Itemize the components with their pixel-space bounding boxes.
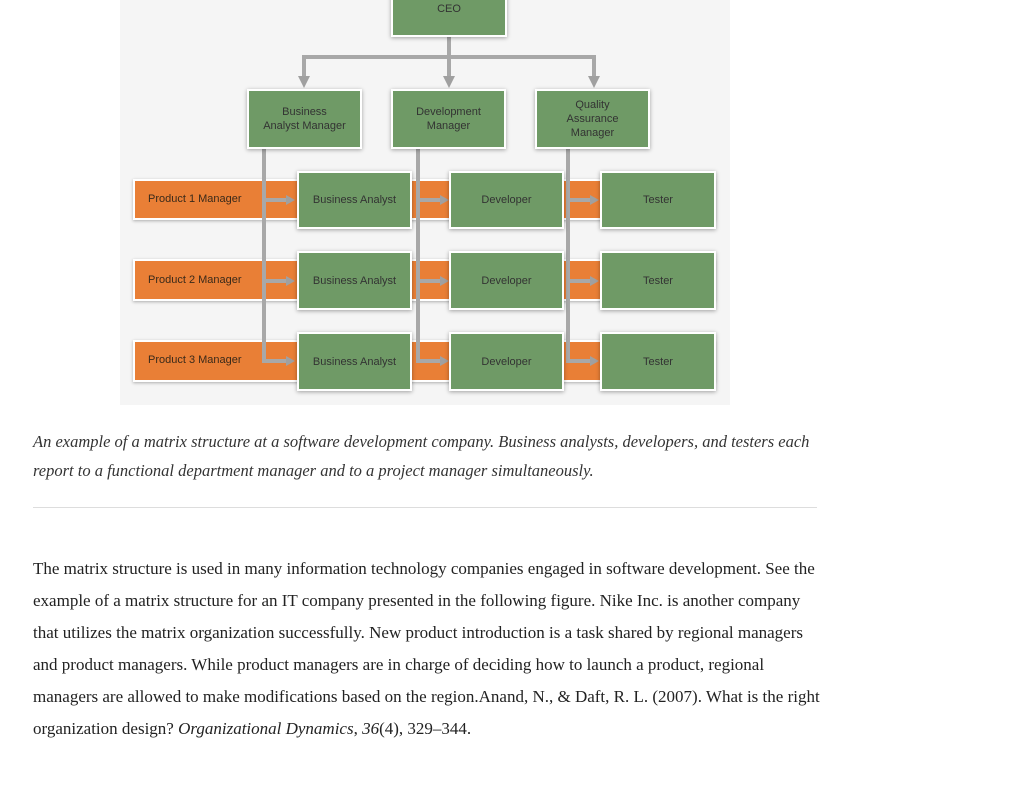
arrow-right-icon [286,276,295,286]
ceo-connector [447,36,451,58]
row-arrow [566,198,590,202]
developer-box: Developer [449,332,564,391]
arrow-right-icon [286,356,295,366]
row-arrow [262,359,286,363]
row-arrow [566,279,590,283]
row-arrow [416,359,440,363]
functional-line [262,148,266,363]
separator: , [353,719,363,738]
connector [592,57,596,77]
body-text: The matrix structure is used in many inf… [33,559,820,738]
business-analyst-manager-box: Business Analyst Manager [247,89,362,149]
arrow-right-icon [440,195,449,205]
functional-line [416,148,420,363]
tester-box: Tester [600,251,716,310]
divider [33,507,817,508]
product-manager-2: Product 2 Manager [148,274,242,286]
business-analyst-box: Business Analyst [297,171,412,229]
tester-box: Tester [600,332,716,391]
product-manager-1: Product 1 Manager [148,193,242,205]
product-manager-3: Product 3 Manager [148,354,242,366]
arrow-right-icon [590,356,599,366]
ceo-box: CEO [391,0,507,37]
row-arrow [416,279,440,283]
journal-issue-pages: (4), 329–344. [379,719,472,738]
developer-box: Developer [449,171,564,229]
journal-name: Organizational Dynamics [178,719,354,738]
body-paragraph: The matrix structure is used in many inf… [33,553,823,745]
arrow-down-icon [443,76,455,88]
qa-manager-box: Quality Assurance Manager [535,89,650,149]
tester-box: Tester [600,171,716,229]
developer-box: Developer [449,251,564,310]
arrow-right-icon [286,195,295,205]
arrow-right-icon [590,195,599,205]
arrow-right-icon [590,276,599,286]
matrix-structure-diagram: Product 1 Manager Product 2 Manager Prod… [120,0,730,405]
row-arrow [262,198,286,202]
row-arrow [566,359,590,363]
row-arrow [262,279,286,283]
connector [447,57,451,77]
arrow-down-icon [588,76,600,88]
business-analyst-box: Business Analyst [297,332,412,391]
arrow-down-icon [298,76,310,88]
arrow-right-icon [440,276,449,286]
development-manager-box: Development Manager [391,89,506,149]
arrow-right-icon [440,356,449,366]
business-analyst-box: Business Analyst [297,251,412,310]
journal-volume: 36 [362,719,380,738]
figure-caption: An example of a matrix structure at a so… [33,432,810,480]
functional-line [566,148,570,363]
row-arrow [416,198,440,202]
connector [302,57,306,77]
